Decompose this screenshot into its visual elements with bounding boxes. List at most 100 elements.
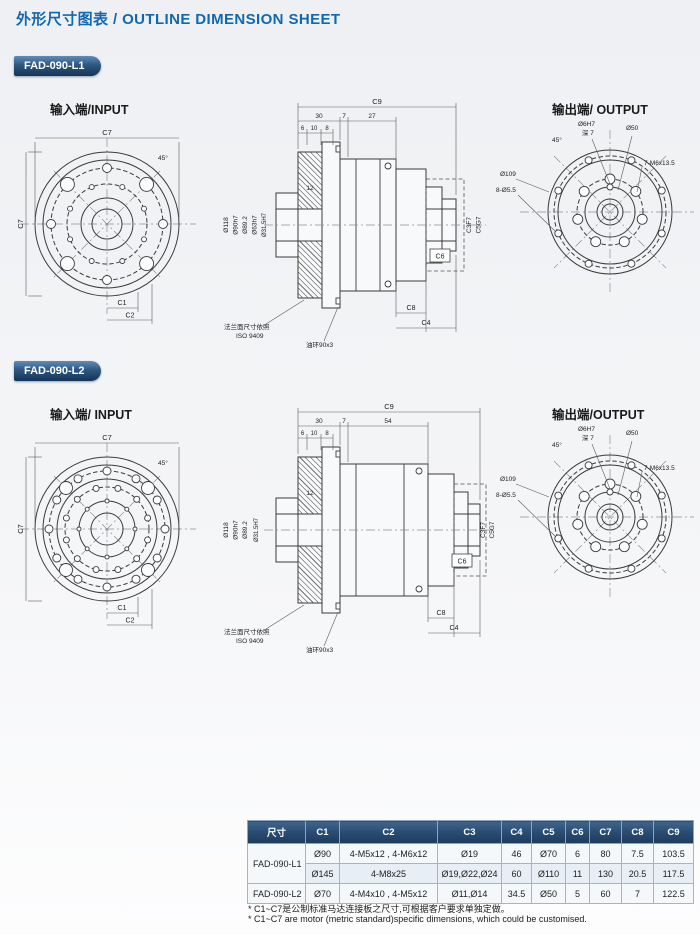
dim-6-label: 6 (301, 126, 305, 132)
cell: 103.5 (653, 843, 694, 864)
dim-7-label: 7 (342, 418, 346, 425)
section-view-l2: C6 C9 30 7 54 6 10 8 Ø118 Ø90h7 Ø89.2 Ø3… (223, 402, 496, 654)
footnote-zh: * C1~C7是公制标准马达连接板之尺寸,可根据客户要求单独定做。 (248, 904, 510, 914)
dim-c2-label: C2 (126, 313, 135, 320)
output-front-view-l2: Ø6H7 深 7 Ø50 7-M6x13.5 Ø109 8-Ø5.5 45° (496, 426, 694, 599)
dim-c3-label: C3F7 (466, 217, 473, 233)
cell: 117.5 (653, 863, 694, 884)
dimension-table-grid: 尺寸 C1 C2 C3 C4 C5 C6 C7 C8 C9 FAD-090-L1… (247, 820, 694, 904)
dim-c5-label: C5G7 (476, 216, 483, 233)
dim-30-label: 30 (315, 113, 323, 120)
col-header-c1: C1 (305, 820, 340, 844)
dim-c7-label: C7 (102, 128, 112, 137)
col-header-c3: C3 (437, 820, 502, 844)
output-holes (554, 461, 666, 573)
dia-89-label: Ø89.2 (242, 521, 249, 539)
dia-109-label: Ø109 (500, 476, 516, 483)
dimension-lines (25, 137, 180, 324)
dia-90h7-label: Ø90h7 (233, 520, 240, 540)
output-holes (554, 156, 666, 268)
holes-55-label: 8-Ø5.5 (496, 492, 516, 499)
angle-45-label: 45° (158, 154, 168, 162)
dia-89-label: Ø89.2 (242, 216, 249, 234)
cell: 80 (589, 843, 622, 864)
col-header-c7: C7 (589, 820, 622, 844)
dim-c9-label: C9 (372, 97, 382, 106)
output-label-l1: 输出端/ OUTPUT (552, 103, 648, 117)
cell: 122.5 (653, 883, 694, 904)
bolt-holes (44, 466, 170, 592)
dim-c4-label: C4 (450, 625, 459, 632)
input-front-view-l2: C7 C7 C1 C2 45° (16, 433, 196, 629)
cell: 46 (501, 843, 532, 864)
dia-50-label: Ø50 (626, 430, 639, 437)
dia-6h7-label: Ø6H7 (578, 121, 595, 128)
page-title: 外形尺寸图表 / OUTLINE DIMENSION SHEET (16, 11, 341, 28)
depth-7-label: 深 7 (582, 433, 594, 442)
dim-c2-label: C2 (126, 618, 135, 625)
dim-c7-label: C7 (102, 433, 112, 442)
dim-54-label: 54 (384, 418, 392, 425)
col-header-size: 尺寸 (247, 820, 306, 844)
depth-7-label: 深 7 (582, 128, 594, 137)
cell: 4-M8x25 (339, 863, 438, 884)
output-front-view-l1: Ø6H7 深 7 Ø50 7-M6x13.5 Ø109 8-Ø5.5 45° (496, 121, 694, 294)
cell: 4-M4x10 , 4-M5x12 (339, 883, 438, 904)
col-header-c9: C9 (653, 820, 694, 844)
dim-c8-label: C8 (407, 305, 416, 312)
hatch-plate-bottom-l2 (298, 546, 322, 603)
section-dimension-lines (265, 103, 457, 342)
flange-note-line2: ISO 9409 (236, 333, 264, 340)
leader-lines (515, 135, 643, 233)
dim-c3-label: C3F7 (480, 522, 487, 538)
c6-box (451, 553, 473, 568)
cell: 130 (589, 863, 622, 884)
dim-c1-label: C1 (118, 300, 127, 307)
dim-c5-label: C5G7 (489, 521, 496, 538)
hatch-plate-top-l1 (298, 152, 322, 209)
dim-c4-label: C4 (422, 320, 431, 327)
bolt-holes (46, 163, 168, 285)
cell: Ø50 (531, 883, 566, 904)
cell: Ø70 (531, 843, 566, 864)
dimension-lines (25, 442, 180, 629)
col-header-c2: C2 (339, 820, 438, 844)
dim-c6-label: C6 (458, 559, 467, 566)
flange-note-line2: ISO 9409 (236, 638, 264, 645)
cell: Ø90 (305, 843, 340, 864)
row-label-l1: FAD-090-L1 (247, 843, 306, 884)
model-badge-l1: FAD-090-L1 (14, 56, 101, 76)
cell: Ø19,Ø22,Ø24 (437, 863, 502, 884)
dia-6h7-label: Ø6H7 (578, 426, 595, 433)
dia-50-label: Ø50 (626, 125, 639, 132)
cell: 34.5 (501, 883, 532, 904)
table-header-row: 尺寸 C1 C2 C3 C4 C5 C6 C7 C8 C9 (247, 820, 694, 844)
dia-90h7-label: Ø90h7 (233, 215, 240, 235)
internal-details (276, 450, 480, 610)
dim-27-label: 27 (368, 113, 376, 120)
hatch-plate-top-l2 (298, 457, 322, 514)
col-header-c6: C6 (565, 820, 590, 844)
angle-45-label: 45° (552, 441, 562, 449)
m6-holes-label: 7-M6x13.5 (644, 160, 675, 167)
flange-note-line1: 法兰面尺寸依照 (224, 627, 270, 636)
dia-315-label: Ø31.5H7 (254, 517, 260, 542)
cell: 60 (589, 883, 622, 904)
section-dimension-lines (265, 408, 481, 647)
leader-lines (515, 440, 643, 538)
dim-c1-label: C1 (118, 605, 127, 612)
angle-45-label: 45° (158, 459, 168, 467)
cell: 20.5 (621, 863, 654, 884)
dia-315-label: Ø31.5H7 (262, 212, 268, 237)
dim-c7-vertical-label: C7 (16, 524, 25, 534)
output-label-l2: 输出端/OUTPUT (552, 408, 645, 422)
dim-c9-label: C9 (384, 402, 394, 411)
dim-10-label: 10 (311, 431, 318, 437)
col-header-c5: C5 (531, 820, 566, 844)
holes-55-label: 8-Ø5.5 (496, 187, 516, 194)
dia-118-label: Ø118 (223, 522, 230, 538)
cell: Ø11,Ø14 (437, 883, 502, 904)
dia-118-label: Ø118 (223, 217, 230, 233)
cell: 6 (565, 843, 590, 864)
cell: 7.5 (621, 843, 654, 864)
